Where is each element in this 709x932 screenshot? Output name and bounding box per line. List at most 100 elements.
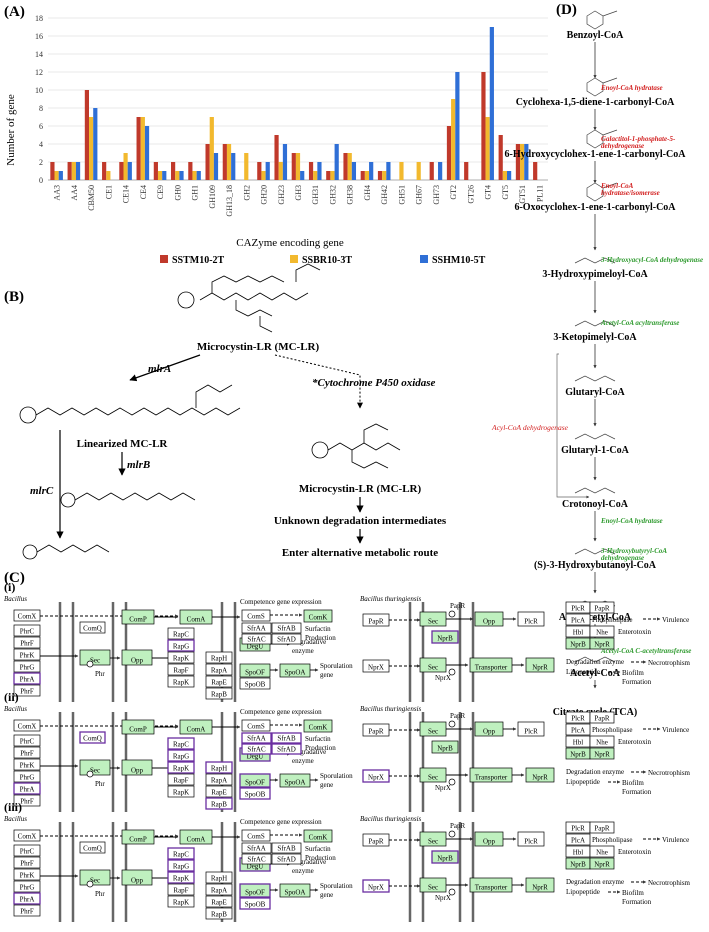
spo0b: SpoOB: [245, 901, 266, 909]
x-tick-label: GT51: [518, 185, 527, 204]
rap-right-0-box: [205, 761, 233, 774]
enzyme-label-9: dehydrogenase: [601, 554, 644, 562]
virulence-label: Virulence: [662, 616, 689, 624]
ring-structure: [586, 10, 604, 30]
bar-SSTM10-2T-GT26: [464, 162, 469, 180]
rap-left-0: RapC: [173, 631, 189, 639]
competence-label: Competence gene expression: [240, 818, 322, 826]
x-tick-label: GH20: [260, 185, 269, 205]
legend-swatch-SSHM10-5T: [420, 255, 428, 263]
rap-right-0-box: [205, 871, 233, 884]
gene-phrc: PhrC: [20, 738, 35, 746]
plc-grid-plcr: PlcR: [571, 605, 585, 613]
plc-grid-nprr: NprR: [594, 751, 610, 759]
bar-SSBR10-3T-GH20: [261, 171, 266, 180]
comk: ComK: [309, 724, 328, 732]
spo0a-box: [279, 883, 311, 898]
plc-grid-nhe: Nhe: [596, 629, 608, 637]
comq-box: [79, 621, 106, 634]
gene-phrg: PhrG: [20, 664, 35, 672]
degradation-enzyme-label: Degradation enzyme: [566, 768, 624, 776]
bar-SSBR10-3T-AA4: [71, 162, 76, 180]
nprx: NprX: [368, 774, 384, 782]
rap-left-0: RapC: [173, 851, 189, 859]
plc-grid-nhe-box: [589, 845, 615, 858]
bar-SSBR10-3T-CE9: [157, 171, 163, 180]
sporulation-label: Sporulation: [320, 882, 353, 890]
production-label: Production: [305, 744, 336, 752]
bt-sec: Sec: [428, 838, 438, 846]
enzyme-label-10: Acetyl-CoA C-acetyltransferase: [600, 647, 691, 655]
bt-label: Bacillus thuringiensis: [360, 815, 422, 823]
rap-right-1-box: [205, 883, 233, 896]
papr: PapR: [368, 838, 384, 846]
rap-left-1-box: [167, 639, 195, 652]
rap-right-3: RapB: [211, 801, 227, 809]
legend-label-SSHM10-5T: SSHM10-5T: [432, 255, 486, 266]
legend-swatch-SSBR10-3T: [290, 255, 298, 263]
unknown-intermediates: Unknown degradation intermediates: [274, 515, 447, 527]
phr-label: Phr: [95, 780, 105, 788]
gene-phrk-box: [13, 758, 41, 771]
coms-box: [241, 609, 271, 622]
comq: ComQ: [83, 625, 102, 633]
y-axis-label: Number of gene: [5, 94, 17, 166]
comk-box: [303, 829, 333, 843]
compound-11: Acetyl-CoA: [570, 668, 621, 679]
bar-SSTM10-2T-GH23: [274, 135, 279, 180]
papr-peptide: [448, 830, 456, 838]
enzyme-label-1: Galactitol-1-phosphate-5-: [601, 135, 676, 143]
sfr-1-box: [271, 732, 302, 744]
rap-left-4: RapK: [173, 789, 189, 797]
ring-structure: [586, 129, 604, 149]
lipopeptide-label: Lipopeptide: [566, 668, 600, 676]
bar-SSTM10-2T-AA3: [50, 162, 55, 180]
bar-SSBR10-3T-CE14: [123, 153, 128, 180]
rap-right-3-box: [205, 907, 233, 920]
panel-d-label: (D): [556, 2, 577, 18]
nprx-peptide: [448, 668, 456, 676]
gene-phra: PhrA: [20, 896, 35, 904]
chain-structure: [574, 375, 616, 382]
degu: DegU: [247, 863, 264, 871]
gene-phrf: PhrF: [20, 908, 34, 916]
spo0a-box: [279, 773, 311, 788]
bt-sec2: Sec: [428, 884, 438, 892]
plc-grid-nhe-box: [589, 735, 615, 748]
alternative-route: Enter alternative metabolic route: [282, 547, 438, 559]
gene-phrk: PhrK: [20, 762, 35, 770]
lipopeptide-label: Lipopeptide: [566, 888, 600, 896]
linearized-label: Linearized MC-LR: [77, 438, 169, 450]
spo0a-box: [279, 663, 311, 678]
bar-SSTM10-2T-GH42: [377, 171, 383, 180]
surfactin-label: Surfactin: [305, 735, 331, 743]
plc-grid-plca: PlcA: [571, 837, 585, 845]
sfr-1-box: [271, 622, 302, 634]
bar-SSHM10-5T-GT2: [455, 72, 460, 180]
nprx-peptide: [448, 778, 456, 786]
rap-right-2-box: [205, 895, 233, 908]
plc-grid-nprb: NprB: [570, 641, 586, 649]
gene-phrf-box: [13, 794, 41, 807]
chain-bond: [602, 182, 618, 189]
bar-SSTM10-2T-GH0: [171, 162, 176, 180]
bar-SSTM10-2T-CBM50: [84, 90, 90, 180]
legend-swatch-SSTM10-2T: [160, 255, 168, 263]
transporter: Transporter: [475, 774, 508, 782]
x-tick-label: AA3: [53, 185, 62, 201]
spo0a: SpoOA: [284, 779, 305, 787]
gene-phra: PhrA: [20, 676, 35, 684]
gene-comx: ComX: [18, 833, 37, 841]
rap-left-4: RapK: [173, 679, 189, 687]
rap-left-2-box: [167, 651, 195, 664]
papr-small-label: PapR: [450, 712, 466, 720]
mc-lr-structure-top: [177, 263, 321, 333]
papr-peptide: [448, 610, 456, 618]
comp: ComP: [129, 616, 147, 624]
formation-label: Formation: [622, 898, 652, 906]
gene-phrf-box: [13, 856, 41, 869]
gene-phrg: PhrG: [20, 884, 35, 892]
plc-grid-papr: PapR: [594, 605, 610, 613]
competence-label: Competence gene expression: [240, 708, 322, 716]
bar-SSTM10-2T-GH3: [291, 153, 296, 180]
